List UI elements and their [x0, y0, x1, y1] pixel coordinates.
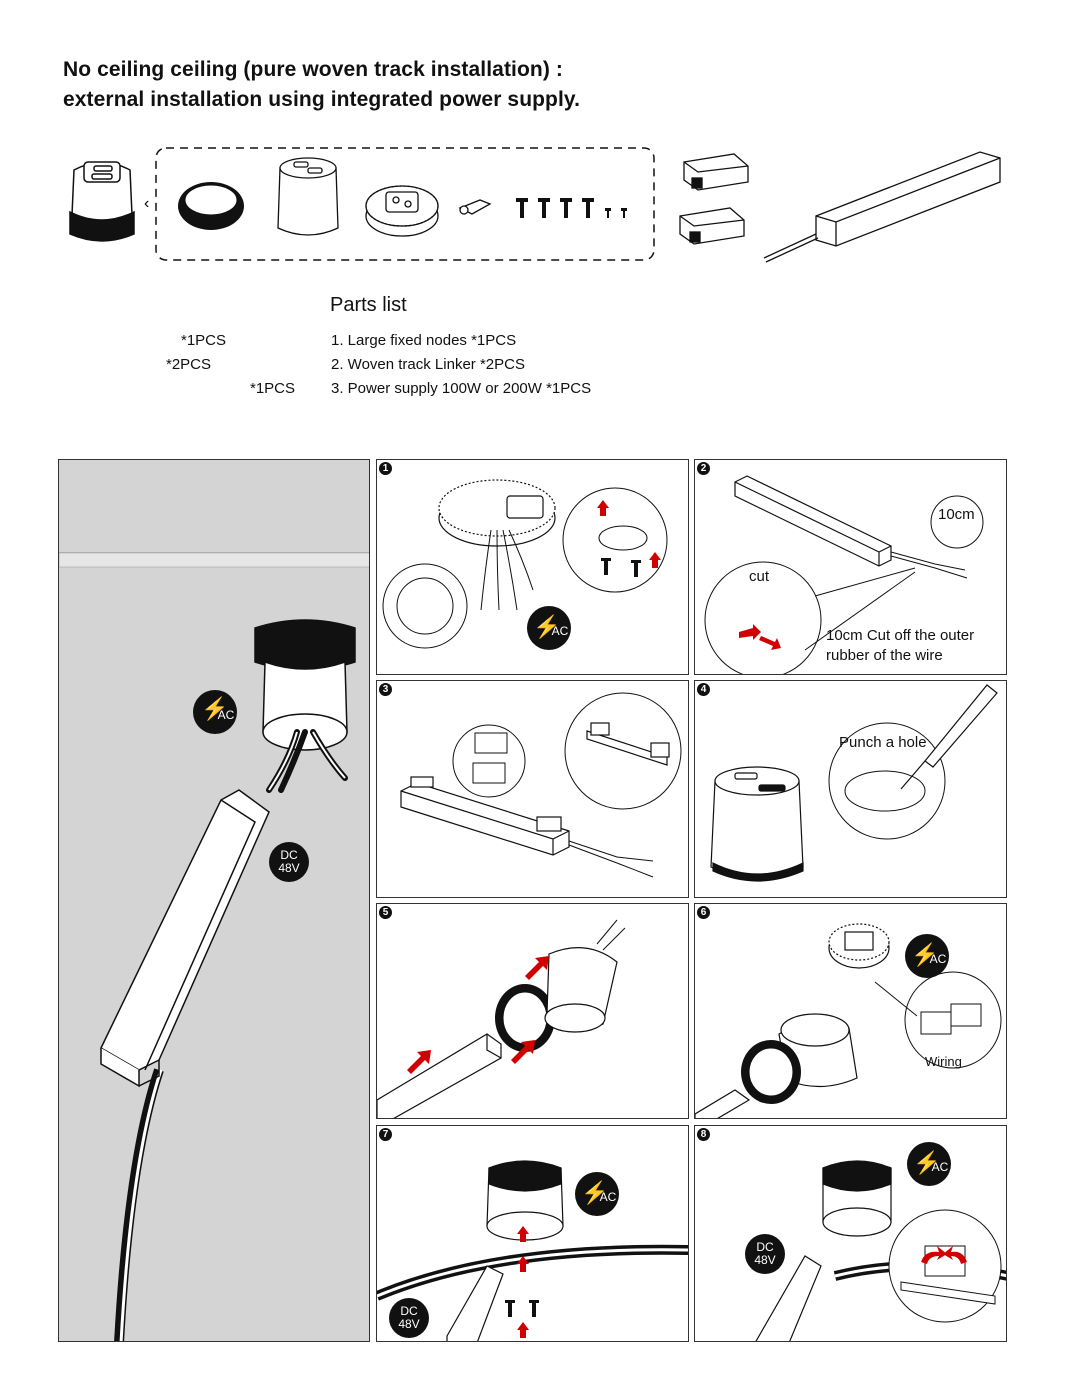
- step-8-drawing: [755, 1160, 1006, 1341]
- wire-length-label: 10cm: [938, 506, 975, 523]
- dc-power-badge: DC 48V: [269, 842, 309, 882]
- lightning-bolt-icon: ⚡: [913, 1150, 941, 1175]
- dc-power-badge: DC 48V: [745, 1234, 785, 1274]
- qty-label-1: *1PCS: [181, 332, 227, 349]
- punch-hole-label: Punch a hole: [839, 734, 927, 751]
- ac-power-badge: ⚡ AC: [527, 606, 571, 650]
- cup-image: [277, 157, 339, 236]
- step-number: 1: [379, 462, 392, 475]
- base-plate-image: [365, 185, 439, 237]
- red-arrow-icon: [517, 1226, 529, 1338]
- title-line-2: external installation using integrated p…: [63, 88, 581, 111]
- parts-illustration: ‹: [69, 147, 1001, 263]
- step-1-panel: 1 ⚡ AC: [376, 459, 689, 675]
- ac-label: AC: [929, 952, 947, 966]
- step-6-drawing: [695, 923, 1002, 1118]
- lightning-bolt-icon: ⚡: [581, 1180, 609, 1205]
- step-number: 3: [379, 683, 392, 696]
- step-5-panel: 5: [376, 903, 689, 1119]
- step-4-drawing: [710, 684, 998, 882]
- step-8-panel: 8 ⚡ AC DC 48V: [694, 1125, 1007, 1342]
- wiring-label: Wiring: [925, 1054, 962, 1069]
- step-number: 8: [697, 1128, 710, 1141]
- assembled-node-image: [69, 161, 135, 242]
- ac-power-badge: ⚡ AC: [193, 690, 237, 734]
- red-arrow-icon: [921, 1246, 967, 1264]
- lightning-bolt-icon: ⚡: [533, 614, 561, 639]
- screws-image: [516, 198, 627, 218]
- red-arrow-icon: [407, 956, 549, 1074]
- step-3-panel: 3: [376, 680, 689, 898]
- step-1-drawing: [382, 479, 668, 649]
- ac-label: AC: [931, 1160, 949, 1174]
- dc-label: DC: [280, 848, 298, 862]
- step-7-drawing: [377, 1160, 688, 1341]
- step-6-panel: 6 ⚡ AC Wiring: [694, 903, 1007, 1119]
- ac-label: AC: [551, 624, 569, 638]
- ac-power-badge: ⚡ AC: [905, 934, 949, 978]
- step-4-panel: 4 Punch a hole: [694, 680, 1007, 898]
- parts-list-header: Parts list: [330, 294, 407, 316]
- step-2-panel: 2 10cm cut 10cm Cut off the outer rubber…: [694, 459, 1007, 675]
- power-supply-image: [763, 151, 1001, 263]
- qty-label-3: *1PCS: [250, 380, 296, 397]
- red-arrow-icon: [739, 624, 781, 650]
- red-arrow-icon: [597, 500, 661, 568]
- installed-overview-drawing: [59, 460, 369, 1341]
- svg-text:‹: ‹: [144, 195, 149, 212]
- step-2-drawing: [704, 475, 984, 674]
- ac-label: AC: [217, 708, 235, 722]
- ring-image: [178, 182, 244, 230]
- cut-instruction-line-2: rubber of the wire: [826, 647, 943, 664]
- step-number: 5: [379, 906, 392, 919]
- dc-label: DC: [400, 1304, 418, 1318]
- ac-label: AC: [599, 1190, 617, 1204]
- lightning-bolt-icon: ⚡: [201, 696, 229, 721]
- parts-item-3: 3. Power supply 100W or 200W *1PCS: [331, 380, 592, 397]
- cut-instruction-line-1: 10cm Cut off the outer: [826, 627, 975, 644]
- linker-image: [679, 153, 749, 245]
- ac-power-badge: ⚡ AC: [575, 1172, 619, 1216]
- clip-image: [458, 199, 492, 215]
- dc-voltage-label: 48V: [398, 1317, 420, 1331]
- step-3-drawing: [400, 692, 682, 878]
- dc-voltage-label: 48V: [754, 1253, 776, 1267]
- step-number: 6: [697, 906, 710, 919]
- cut-label: cut: [749, 568, 770, 585]
- step-5-drawing: [377, 919, 626, 1118]
- step-7-panel: 7 ⚡ AC DC 48V: [376, 1125, 689, 1342]
- dc-label: DC: [756, 1240, 774, 1254]
- parts-item-2: 2. Woven track Linker *2PCS: [331, 356, 525, 373]
- step-number: 4: [697, 683, 710, 696]
- step-number: 2: [697, 462, 710, 475]
- title-line-1: No ceiling ceiling (pure woven track ins…: [63, 58, 563, 81]
- qty-label-2: *2PCS: [166, 356, 212, 373]
- lightning-bolt-icon: ⚡: [911, 942, 939, 967]
- step-number: 7: [379, 1128, 392, 1141]
- dc-power-badge: DC 48V: [389, 1298, 429, 1338]
- installed-overview-panel: ⚡ AC DC 48V: [58, 459, 370, 1342]
- ac-power-badge: ⚡ AC: [907, 1142, 951, 1186]
- dc-voltage-label: 48V: [278, 861, 300, 875]
- page-title: No ceiling ceiling (pure woven track ins…: [63, 55, 580, 115]
- parts-item-1: 1. Large fixed nodes *1PCS: [331, 332, 517, 349]
